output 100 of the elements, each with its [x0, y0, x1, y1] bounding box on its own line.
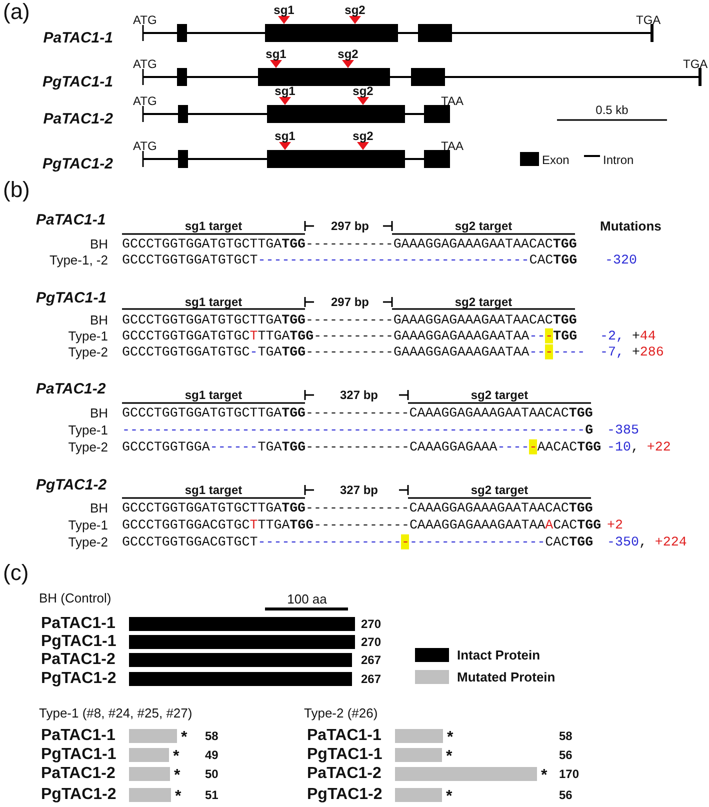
row-label: BH — [90, 502, 108, 514]
scale-bar-label: 100 aa — [287, 592, 327, 606]
start-codon-label: ATG — [133, 58, 157, 70]
protein-length: 58 — [559, 730, 572, 742]
gene-name: PaTAC1-2 — [307, 766, 382, 782]
dna-sequence: GCCCTGGTGGATGTGC-TGATGG-----------GAAAGGAGAAAGAATAA------- — [122, 345, 586, 359]
gene-name: PaTAC1-1 — [307, 728, 382, 744]
gene-name: PgTAC1-2 — [41, 671, 116, 687]
row-label: Type-1 — [68, 518, 108, 532]
gene-name: PaTAC1-2 — [41, 652, 116, 668]
protein-length: 58 — [205, 730, 218, 742]
dna-sequence: ----------------------------------------------------------G — [122, 423, 594, 437]
gene-name: PgTAC1-2 — [36, 478, 107, 492]
protein-length: 56 — [559, 789, 572, 801]
dna-sequence: GCCCTGGTGGATGTGCTTGATGG-------------CAAAGGAGAAAGAATAACACTGG — [122, 501, 593, 515]
gene-name: PaTAC1-1 — [43, 30, 113, 46]
sgrna-site-label: sg1 — [274, 4, 294, 16]
row-label: Type-1, -2 — [49, 254, 108, 266]
gene-name: PgTAC1-1 — [42, 74, 113, 90]
row-label: Type-1 — [68, 330, 108, 342]
protein-length: 49 — [205, 749, 218, 761]
target-label: sg2 target — [454, 296, 512, 308]
mutation-size: -350, +224 — [607, 535, 687, 549]
stop-asterisk: * — [181, 730, 188, 746]
dna-sequence: GCCCTGGTGGACGTGCT------------------------------------CACTGG — [122, 535, 594, 549]
gene-name: PaTAC1-2 — [41, 766, 116, 782]
protein-length: 267 — [361, 654, 382, 666]
stop-asterisk: * — [446, 789, 452, 805]
dna-sequence: GCCCTGGTGGATGTGCTTGATGG-----------GAAAGGAGAAAGAATAACACTGG — [122, 313, 577, 327]
mutation-size: -10, +22 — [607, 440, 671, 454]
row-label: Type-1 — [68, 424, 108, 436]
target-label: sg1 target — [184, 296, 242, 308]
legend-label: Exon — [542, 154, 570, 166]
stop-codon-label: TGA — [683, 58, 708, 70]
protein-length: 267 — [361, 673, 382, 685]
target-label: sg1 target — [184, 484, 242, 496]
dna-sequence: GCCCTGGTGGA------TGATGG-------------CAAAGGAGAAA-----AACACTGG — [122, 440, 602, 454]
panel-letter: (c) — [3, 562, 29, 584]
gene-name: PgTAC1-1 — [307, 747, 382, 763]
protein-length: 50 — [205, 768, 218, 780]
target-label: sg2 target — [454, 220, 512, 232]
sgrna-site-label: sg2 — [344, 4, 366, 16]
start-codon-label: ATG — [133, 95, 157, 107]
group-label: Type-2 (#26) — [304, 706, 378, 720]
mutation-size: -385 — [607, 423, 639, 437]
dna-sequence: GCCCTGGTGGATGTGCTTGATGG-------------CAAAGGAGAAAGAATAACACTGG — [122, 406, 593, 420]
gap-length-label: 327 bp — [340, 484, 378, 496]
stop-asterisk: * — [541, 768, 548, 784]
target-label: sg1 target — [184, 220, 242, 232]
stop-asterisk: * — [174, 768, 180, 784]
legend-label: Intron — [603, 154, 634, 166]
dna-sequence: GCCCTGGTGGATGTGCTTTGATGG----------GAAAGGAGAAAGAATAA---TGG — [122, 329, 578, 343]
gap-length-label: 297 bp — [331, 220, 369, 232]
gene-name: PgTAC1-1 — [41, 747, 116, 763]
panel-letter: (a) — [3, 1, 30, 23]
gene-name: PgTAC1-1 — [36, 290, 107, 306]
stop-codon-label: TAA — [441, 140, 464, 152]
protein-length: 270 — [361, 636, 382, 648]
gene-name: PaTAC1-1 — [41, 728, 116, 744]
mutation-size: +2 — [607, 518, 623, 532]
gene-name: PgTAC1-2 — [42, 156, 113, 172]
stop-asterisk: * — [446, 749, 452, 765]
sgrna-site-label: sg2 — [338, 48, 358, 60]
row-label: Type-2 — [68, 536, 108, 548]
stop-asterisk: * — [173, 749, 180, 765]
row-label: Type-2 — [68, 346, 108, 358]
legend-label: Intact Protein — [457, 648, 540, 662]
dna-sequence: GCCCTGGTGGATGTGCTTGATGG-----------GAAAGGAGAAAGAATAACACTGG — [122, 237, 577, 251]
protein-length: 170 — [559, 768, 580, 780]
protein-length: 51 — [205, 789, 218, 801]
row-label: BH — [90, 314, 108, 326]
stop-asterisk: * — [175, 789, 182, 805]
gap-length-label: 327 bp — [340, 389, 378, 401]
group-label: Type-1 (#8, #24, #25, #27) — [39, 706, 192, 720]
panel-letter: (b) — [3, 179, 30, 201]
sgrna-site-label: sg1 — [274, 130, 296, 142]
stop-codon-label: TGA — [636, 14, 661, 26]
gap-length-label: 297 bp — [331, 296, 369, 308]
legend-label: Mutated Protein — [457, 670, 556, 684]
mutation-size: -320 — [605, 253, 637, 267]
stop-codon-label: TAA — [441, 95, 464, 107]
scale-bar-label: 0.5 kb — [596, 104, 628, 116]
gene-name: PgTAC1-1 — [41, 634, 116, 650]
target-label: sg2 target — [470, 484, 528, 496]
start-codon-label: ATG — [133, 14, 157, 26]
protein-length: 270 — [361, 618, 382, 630]
dna-sequence: GCCCTGGTGGACGTGCTTTGATGG------------CAAAGGAGAAAGAATAAACACTGG — [122, 518, 602, 532]
row-label: BH — [90, 406, 108, 420]
row-label: Type-2 — [68, 440, 108, 454]
start-codon-label: ATG — [133, 140, 157, 152]
gene-name: PaTAC1-2 — [36, 382, 106, 396]
gene-name: PgTAC1-2 — [41, 787, 116, 803]
gene-name: PgTAC1-2 — [307, 787, 382, 803]
sgrna-site-label: sg1 — [274, 85, 296, 97]
mutation-size: -2, +44 — [600, 329, 656, 343]
group-label: BH (Control) — [39, 592, 112, 604]
stop-asterisk: * — [447, 730, 454, 746]
target-label: sg2 target — [470, 389, 528, 401]
gene-name: PaTAC1-1 — [41, 616, 116, 632]
mutation-size: -7, +286 — [600, 345, 664, 359]
